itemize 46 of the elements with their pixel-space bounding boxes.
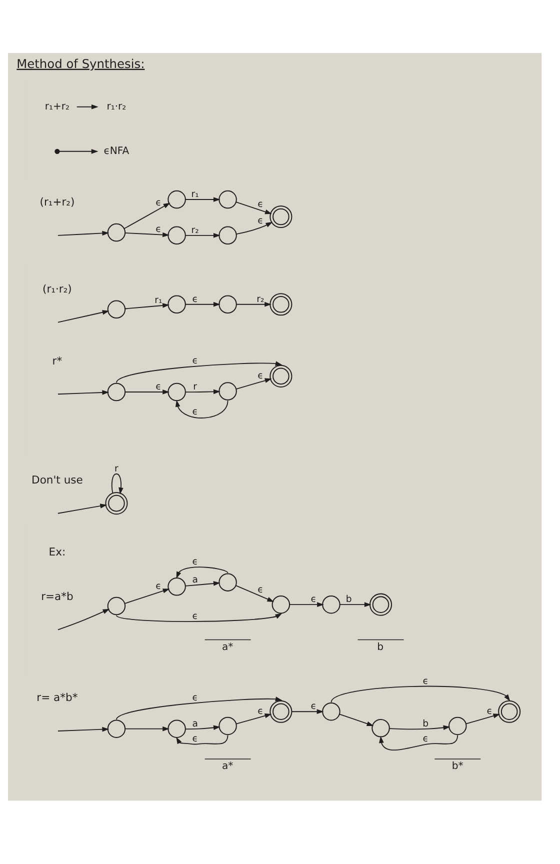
edge-label: ϵ [192, 556, 198, 568]
label: r= a*b* [36, 691, 78, 704]
edge-label: ϵ [258, 706, 264, 718]
edge-label: ϵ [422, 676, 429, 687]
edge-label: ϵ [258, 216, 264, 227]
edge-label: b [346, 594, 352, 605]
edge-label: r [114, 463, 118, 474]
edge-label: ϵ [192, 356, 198, 367]
edge-label: ϵ [156, 198, 162, 209]
edge-label: ϵ [156, 381, 162, 392]
label: r=a*b [41, 590, 74, 603]
edge-label: ϵ [156, 581, 162, 592]
edge-label: ϵ [258, 584, 264, 596]
label: a* [222, 642, 234, 653]
node-text: ϵNFA [104, 146, 130, 158]
edge-label: ϵ [192, 294, 198, 305]
edge-label: ϵ [310, 594, 316, 605]
edge-label: r₂ [191, 224, 199, 236]
edge-label: b [422, 718, 429, 730]
node-text: r₁·r₂ [106, 102, 126, 113]
label: r* [52, 354, 62, 368]
edge-label: ϵ [156, 224, 162, 236]
edge-label: ϵ [192, 611, 198, 622]
edge-label: ϵ [310, 701, 316, 712]
node-text: r₁+r₂ [44, 102, 70, 113]
edge-label: a [192, 718, 198, 730]
edge-label: r₂ [256, 294, 264, 305]
edge-label: ϵ [192, 406, 198, 418]
label: Don't use [32, 474, 83, 487]
edge-label: ϵ [192, 733, 198, 744]
label: b* [452, 761, 464, 772]
edge-label: r₁ [154, 295, 162, 306]
label: a* [222, 761, 234, 772]
edge-label: a [192, 574, 198, 586]
edge-label: ϵ [258, 370, 264, 382]
edge-label: ϵ [192, 692, 198, 704]
edge-label: r₁ [191, 188, 199, 200]
edge-label: r [193, 381, 198, 392]
label: (r₁+r₂) [40, 196, 75, 209]
label: (r₁·r₂) [42, 282, 72, 296]
edge-label: ϵ [258, 198, 264, 210]
edge-label: ϵ [422, 733, 429, 744]
diagram-title: Method of Synthesis: [16, 56, 145, 71]
label: b [377, 642, 384, 653]
label: Ex: [48, 545, 66, 558]
edge-label: ϵ [486, 706, 492, 718]
